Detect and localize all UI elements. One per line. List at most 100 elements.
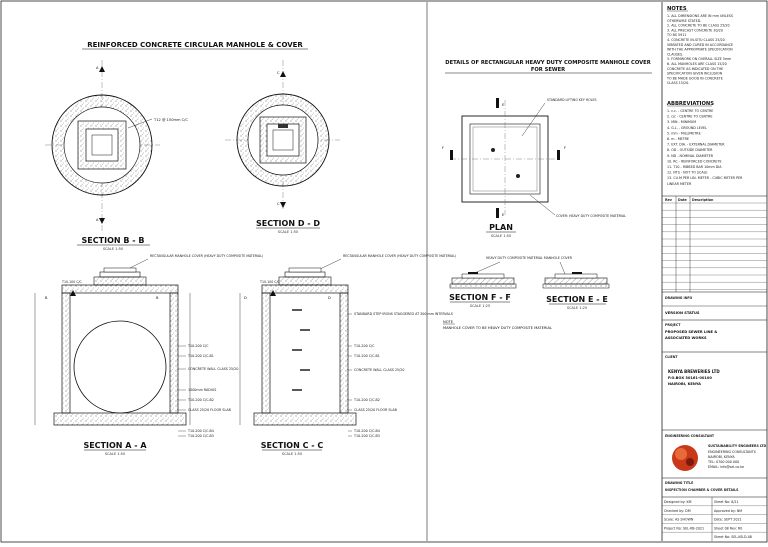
plan-cut-e-bottom: E — [502, 213, 505, 217]
engineer-line-3: TEL: 0700 000 000 — [707, 460, 739, 464]
rev-header: Date — [678, 198, 688, 202]
abbr-item: 11. T10 - RIBBED BAR 10mm DIA — [667, 165, 722, 169]
note-item: WITH THE APPROPRIATE SPECIFICATION — [667, 48, 733, 52]
section-aa-scale: SCALE 1:50 — [105, 452, 125, 456]
project-name-2: ASSOCIATED WORKS — [665, 336, 707, 340]
info-cell: Designed by: KM — [664, 500, 692, 504]
section-bb-drawing: T12 @ 150mm C/C A A — [45, 60, 188, 232]
project-heading: PROJECT — [665, 323, 681, 327]
section-cc-scale: SCALE 1:50 — [282, 452, 302, 456]
note-item: TO BE MADE GOOD IN CONCRETE — [666, 76, 723, 80]
note-item: CLAUSES. — [667, 52, 683, 56]
section-ee-scale: SCALE 1:25 — [567, 306, 587, 310]
drawing-info-label: DRAWING INFO — [665, 296, 693, 300]
right-title-line1: DETAILS OF RECTANGULAR HEAVY DUTY COMPOS… — [445, 60, 650, 66]
title-block: NOTES 1. ALL DIMENSIONS ARE IN mm UNLESS… — [662, 6, 767, 541]
aa-cut-right: B — [156, 296, 159, 300]
abbr-item: LINEAR METER — [667, 182, 692, 186]
note-item: OTHERWISE STATED. — [667, 19, 701, 23]
cc-label: T10-200 C/C-B4 — [353, 429, 380, 433]
abbr-item: 12. NTS - NOT TO SCALE — [667, 171, 708, 175]
note-item: VIBRATED AND CURED IN ACCORDANCE — [667, 43, 733, 47]
section-dd-scale: SCALE 1:50 — [278, 230, 298, 234]
aa-label: T10-200 C/C-B4 — [187, 429, 214, 433]
engineer-line-4: EMAIL: info@sel.co.ke — [708, 465, 744, 469]
cc-label: CONCRETE WALL CLASS 25/20 — [354, 368, 404, 372]
cc-label: STANDARD STEP IRONS STAGGERED AT 300 mm … — [354, 312, 453, 316]
section-cc-title: SECTION C - C — [261, 441, 324, 450]
abbr-item: 4. G.L. - GROUND LEVEL — [667, 126, 707, 130]
section-cc-drawing: RECTANGULAR MANHOLE COVER (HEAVY DUTY CO… — [239, 254, 456, 438]
section-bb-title: SECTION B - B — [82, 236, 145, 245]
drawing-title: INSPECTION CHAMBER & COVER DETAILS — [665, 488, 739, 492]
plan-cut-f-right: F — [564, 146, 566, 150]
drawing-title-heading: DRAWING TITLE — [665, 481, 693, 485]
info-cell: Sheet No: SEL-KB-D-08 — [714, 535, 752, 539]
aa-label: T10-200 C/C-B1 — [187, 354, 214, 358]
aa-label: CLASS 25/20 FLOOR SLAB — [188, 408, 232, 412]
info-cell: Scale: AS SHOWN — [664, 518, 694, 522]
client-line-1: KENYA BREWERIES LTD — [668, 369, 720, 374]
rev-header: Rev — [665, 198, 673, 202]
cc-label: T10-200 C/C — [353, 344, 375, 348]
engineer-line-2: NAIROBI, KENYA — [708, 455, 735, 459]
aa-label: T10-200 C/C — [187, 344, 209, 348]
abbr-item: 3. MIN - MINIMUM — [667, 120, 696, 124]
aa-cut-left: B — [45, 296, 48, 300]
abbr-item: 10. RC - REINFORCED CONCRETE — [667, 159, 722, 163]
version-status: VERSION STATUS — [665, 311, 700, 315]
info-cell: Approved by: NM — [714, 509, 742, 513]
aa-label: T10-200 C/C-B2 — [187, 398, 214, 402]
aa-label: 1500mm RADIUS — [188, 388, 216, 392]
abbr-item: 7. EXT. DIA. - EXTERNAL DIAMETER — [667, 143, 725, 147]
bb-cut-top: A — [96, 66, 99, 70]
abbr-heading: ABBREVIATIONS — [667, 101, 714, 107]
plan-cut-f-left: F — [442, 146, 444, 150]
right-title-line2: FOR SEWER — [531, 67, 565, 73]
cc-top-label: RECTANGULAR MANHOLE COVER (HEAVY DUTY CO… — [343, 254, 456, 258]
plan-cut-e-top: E — [502, 103, 505, 107]
section-dd-title: SECTION D - D — [256, 219, 320, 228]
client-line-3: NAIROBI, KENYA — [668, 382, 701, 386]
info-cell: Date: SEPT 2021 — [714, 518, 742, 522]
section-ff-scale: SCALE 1:25 — [470, 304, 490, 308]
notes-heading: NOTES — [667, 6, 687, 12]
note-item: SPECIFICATION GIVEN INCLUSION — [667, 72, 723, 76]
abbr-item: 2. c/c - CENTRE TO CENTRE — [667, 115, 712, 119]
section-ff-title: SECTION F - F — [449, 293, 511, 302]
right-title: DETAILS OF RECTANGULAR HEAVY DUTY COMPOS… — [445, 60, 652, 74]
info-cell: Project No: SEL-KB-2021 — [664, 526, 704, 530]
aa-top-label: RECTANGULAR MANHOLE COVER (HEAVY DUTY CO… — [150, 254, 263, 258]
abbr-item: 6. m - METRE — [667, 137, 689, 141]
note-item: CONCRETE AS INDICATED ON THE — [667, 67, 723, 71]
abbr-item: 9. ND - NOMINAL DIAMETER — [667, 154, 714, 158]
engineer-line-1: ENGINEERING CONSULTANTS — [708, 450, 756, 454]
engineer-name: SUSTAINABILITY ENGINEERS LTD — [708, 444, 767, 448]
section-ee-drawing — [542, 261, 610, 289]
note-item: 5. FORMWORK ON OVERALL SIZE 5mm — [667, 57, 731, 61]
info-cell: Checked by: DM — [664, 509, 691, 513]
left-title: REINFORCED CONCRETE CIRCULAR MANHOLE & C… — [87, 41, 303, 49]
cc-small-label: T10-100 C/C — [259, 280, 281, 284]
cc-cut-left: D — [244, 296, 247, 300]
cc-label: T10-200 C/C-B1 — [353, 354, 380, 358]
note-text: MANHOLE COVER TO BE HEAVY DUTY COMPOSITE… — [443, 326, 552, 330]
info-cell: Sheet No: 8/11 — [714, 500, 739, 504]
info-cell: Sheet 08 Rev: R0 — [714, 526, 742, 530]
aa-label: T10-200 C/C-B3 — [187, 434, 214, 438]
abbr-item: 8. OD - OUTSIDE DIAMETER — [667, 148, 713, 152]
aa-label: CONCRETE WALL CLASS 25/20 — [188, 367, 238, 371]
note-item: 1. ALL DIMENSIONS ARE IN mm UNLESS — [667, 14, 733, 18]
section-bb-scale: SCALE 1:50 — [103, 247, 123, 251]
note-item: 2. ALL CONCRETE TO BE CLASS 25/20 — [667, 24, 730, 28]
hd-cover-label: HEAVY DUTY COMPOSITE MATERIAL MANHOLE CO… — [486, 256, 573, 260]
cc-label: T10-200 C/C-B2 — [353, 398, 380, 402]
note-item: CLASS 15/20. — [667, 81, 689, 85]
abbr-item: 5. mm - MILLIMETRE — [667, 131, 701, 135]
dd-cut-bottom: C — [277, 202, 280, 206]
lifting-label: STANDARD LIFTING KEY HOLES — [547, 98, 597, 102]
section-aa-title: SECTION A - A — [83, 441, 147, 450]
project-name: PROPOSED SEWER LINE & — [665, 330, 717, 334]
